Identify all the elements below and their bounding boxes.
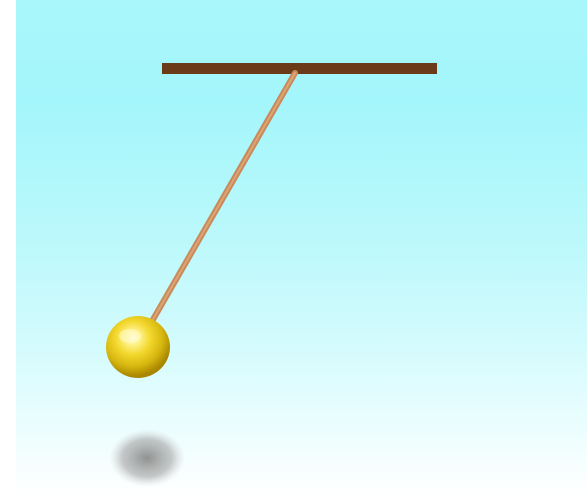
support-bar (162, 63, 437, 74)
bob-highlight (119, 329, 141, 343)
bob-shadow (109, 429, 185, 487)
sky-background (16, 0, 587, 495)
rod-highlight (150, 72, 296, 324)
pendulum-bob (106, 316, 170, 378)
left-margin (0, 0, 16, 495)
